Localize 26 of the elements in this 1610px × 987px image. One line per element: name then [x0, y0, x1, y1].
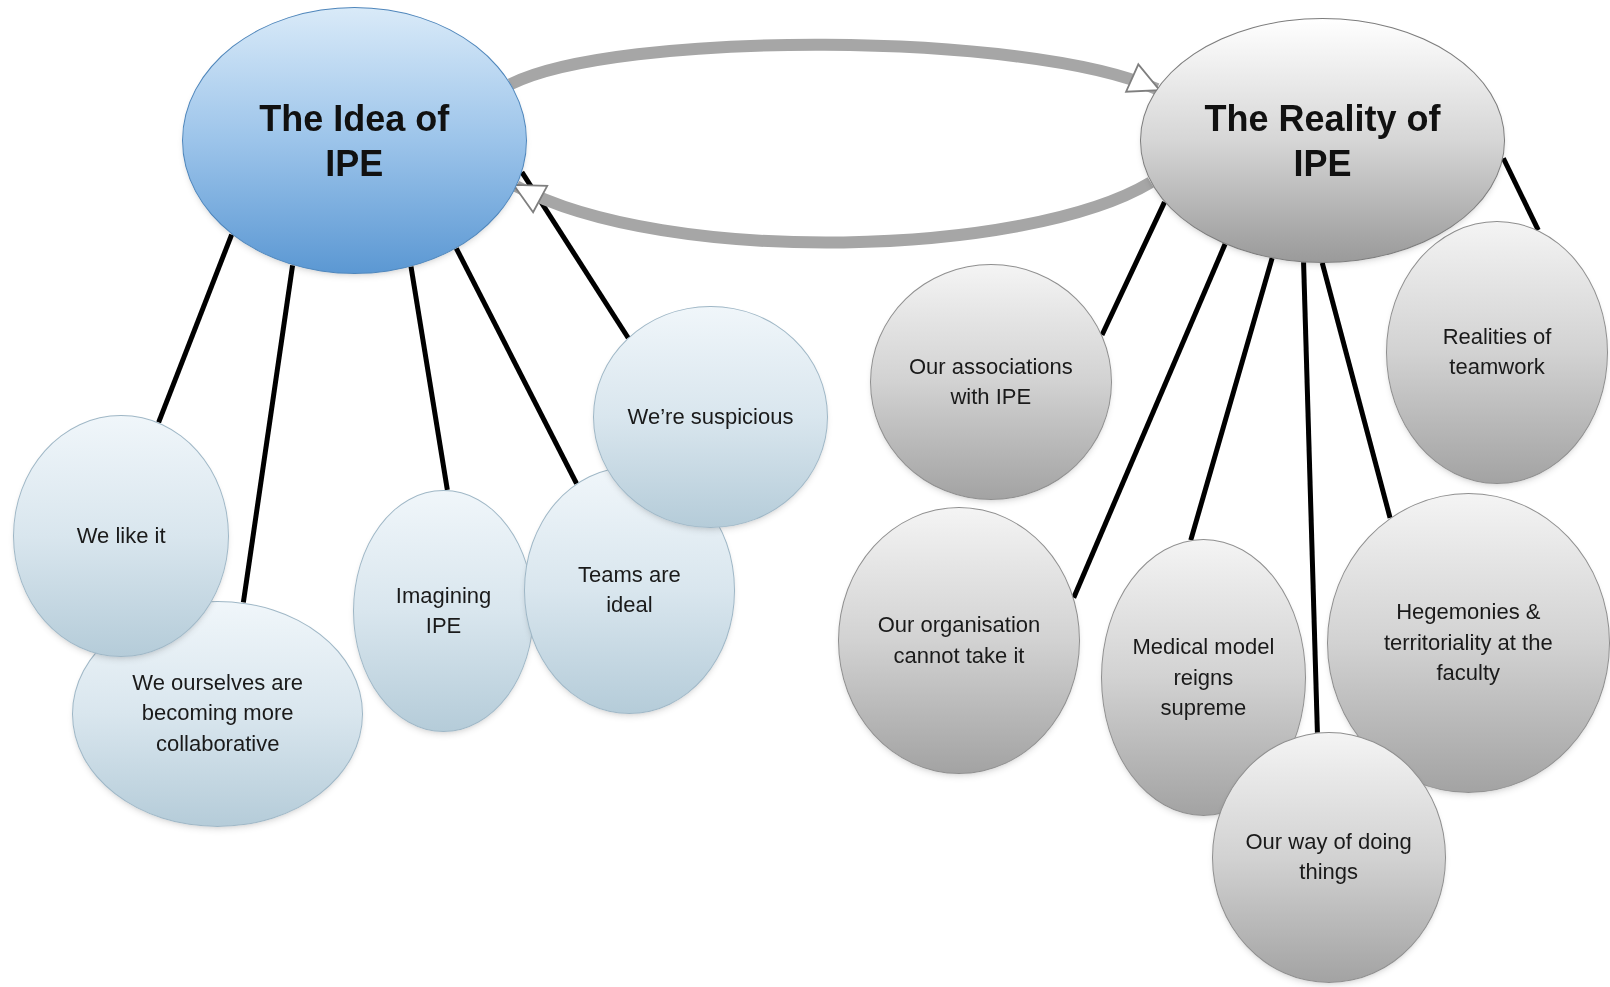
connector-line — [240, 264, 296, 603]
connector-line — [1188, 257, 1275, 541]
node-label: Our way of doing things — [1244, 828, 1413, 887]
connector-line — [1071, 243, 1228, 599]
connector-line — [1501, 157, 1541, 232]
connector-line — [156, 233, 234, 424]
node-label: We ourselves are becoming more collaborative — [131, 669, 305, 758]
connector-line — [1301, 262, 1320, 733]
node-label: Hegemonies & territoriality at the faculty — [1382, 598, 1554, 687]
connector-line — [1099, 201, 1167, 337]
curved-arrow — [508, 38, 1161, 96]
node-title: The Idea of IPE — [258, 96, 451, 186]
connector-line — [1319, 262, 1393, 519]
connector-line — [408, 266, 450, 491]
connector-line — [519, 170, 631, 340]
node-label: We like it — [76, 521, 166, 550]
curved-arrow — [512, 177, 1154, 249]
node-label: Realities of teamwork — [1441, 322, 1553, 382]
node-label: Our associations with IPE — [907, 352, 1074, 411]
node-title: The Reality of IPE — [1203, 96, 1442, 186]
node-label: Imagining IPE — [394, 581, 493, 640]
node-label: Teams are ideal — [577, 561, 682, 620]
node-label: We’re suspicious — [627, 402, 794, 431]
connector-line — [454, 247, 579, 485]
node-label: Medical model reigns supreme — [1131, 633, 1276, 722]
node-label: Our organisation cannot take it — [876, 611, 1042, 670]
